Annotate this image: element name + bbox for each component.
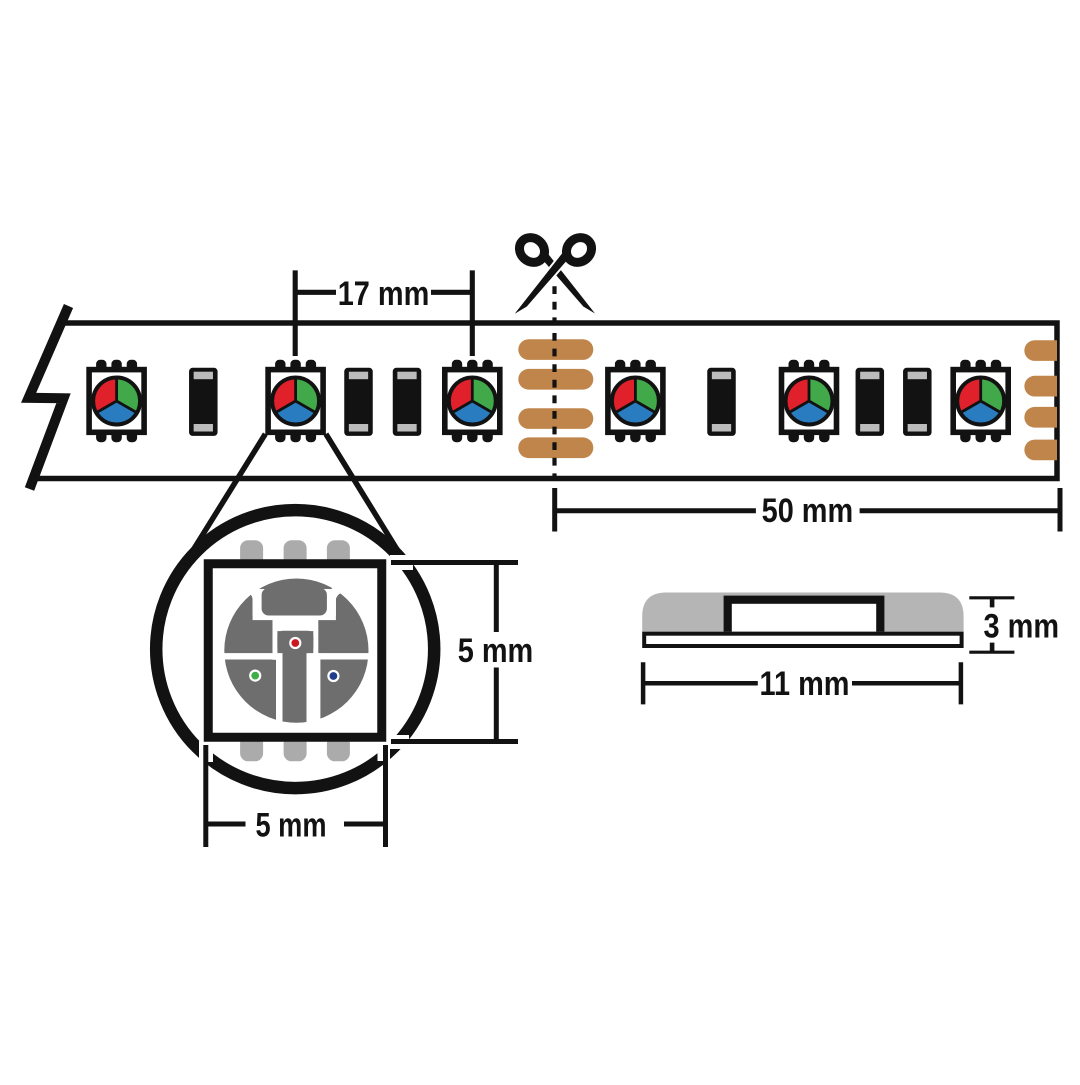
svg-text:3 mm: 3 mm (984, 606, 1059, 645)
svg-text:11 mm: 11 mm (760, 664, 850, 703)
svg-text:5 mm: 5 mm (458, 631, 533, 670)
svg-text:5 mm: 5 mm (255, 805, 326, 844)
svg-text:17 mm: 17 mm (338, 274, 430, 313)
svg-text:50 mm: 50 mm (762, 491, 854, 530)
